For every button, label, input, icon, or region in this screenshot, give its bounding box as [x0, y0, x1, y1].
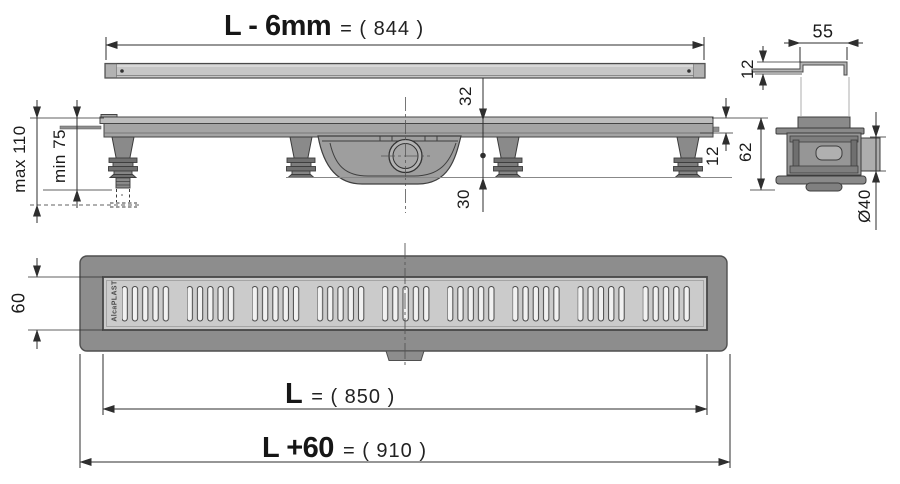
screw-dot-left: [120, 69, 124, 73]
dim-total-length: [79, 354, 731, 468]
grate-strip-side-view: [104, 62, 706, 79]
dim-profile-width: [784, 39, 863, 62]
body-height-label: 62: [736, 142, 755, 162]
adjustable-leg-1-extended: [108, 136, 138, 208]
brand-logo: AlcaPLAST: [111, 280, 119, 322]
channel-length-value: = ( 850 ): [311, 386, 396, 408]
outlet-diameter-label: Ø40: [855, 189, 874, 223]
dim-grate-length: [105, 37, 705, 60]
channel-body: [103, 123, 714, 138]
dim-outlet-diameter: [870, 112, 886, 230]
channel-top-edge: [99, 116, 714, 124]
dim-profile-step: [755, 46, 802, 90]
dim-body-height: [750, 117, 775, 191]
channel-side-view: [59, 97, 732, 213]
profile-width-label: 55: [812, 21, 834, 42]
channel-length-name: L: [285, 378, 303, 410]
grate-length-name: L - 6mm: [224, 10, 332, 42]
grate-width-label: 60: [8, 292, 29, 314]
channel-end-view: [775, 77, 881, 192]
adjustable-leg-4: [673, 136, 703, 178]
grate-slots: [122, 286, 706, 322]
grate-length-value: = ( 844 ): [340, 18, 425, 40]
grate-lip-left: [59, 125, 102, 130]
dim-grate-width: [28, 258, 103, 349]
edge-profile-view: [751, 61, 848, 76]
dim-channel-length: [102, 354, 708, 415]
min-height-label: min 75: [50, 128, 69, 184]
channel-top-view: [79, 243, 728, 368]
top-to-outlet-label: 32: [456, 86, 475, 106]
grate-length-label: L - 6mm = ( 844 ): [224, 10, 424, 43]
adjustable-leg-2: [286, 136, 316, 178]
total-length-label: L +60 = ( 910 ): [262, 432, 427, 465]
max-height-label: max 110: [10, 125, 29, 193]
dim-outlet-axis: [479, 78, 487, 212]
adjustable-leg-3: [493, 136, 523, 178]
outlet-to-floor-label: 30: [454, 189, 473, 209]
profile-step-label: 12: [738, 59, 757, 79]
total-length-value: = ( 910 ): [342, 440, 427, 462]
channel-length-label: L = ( 850 ): [285, 378, 395, 411]
total-length-name: L +60: [262, 432, 334, 464]
dim-mounting-heights: [30, 100, 140, 223]
edge-height-label: 12: [703, 146, 722, 166]
screw-dot-right: [687, 69, 691, 73]
